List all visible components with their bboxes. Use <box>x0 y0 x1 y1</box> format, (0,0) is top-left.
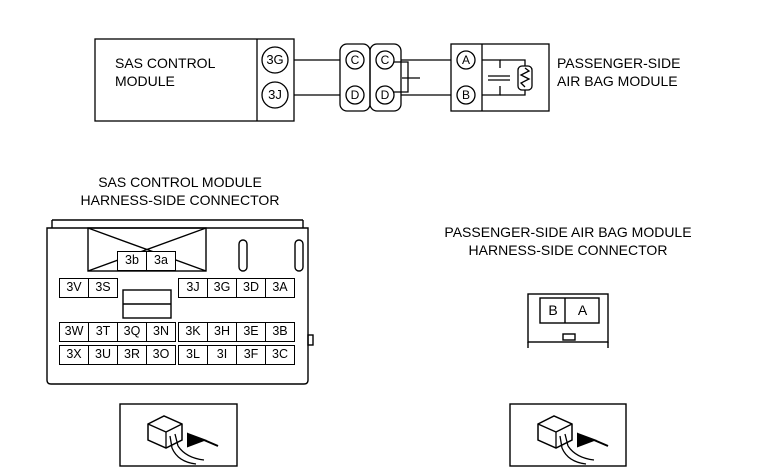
sas-connector-view-frame <box>119 403 238 467</box>
pin-a-circle <box>456 50 476 70</box>
pin-cell: 3E <box>236 322 266 342</box>
pin-cell: 3U <box>88 345 118 365</box>
pin-cell: 3O <box>146 345 176 365</box>
pin-cell: 3K <box>178 322 208 342</box>
pin-c-right-circle <box>375 50 395 70</box>
sas-module-box <box>94 38 295 122</box>
airbag-pin-b-label: B <box>548 302 558 318</box>
pin-cell: 3D <box>236 278 266 298</box>
resistor-zigzag-icon <box>519 67 531 88</box>
airbag-pin-a-label: A <box>577 302 588 318</box>
airbag-module-label-line1: PASSENGER-SIDE <box>557 55 681 71</box>
airbag-pin-frame <box>539 297 600 324</box>
pin-d-right-label: D <box>380 88 390 102</box>
pin-cell: 3b <box>117 251 147 271</box>
airbag-feet <box>527 342 609 348</box>
pin-cell: 3J <box>178 278 208 298</box>
airbag-connector-view-frame <box>509 403 627 467</box>
sas-module-label-line1: SAS CONTROL <box>115 55 216 71</box>
airbag-connector-title-line1: PASSENGER-SIDE AIR BAG MODULE <box>444 224 692 240</box>
pin-d-left-label: D <box>350 88 360 102</box>
pin-cell: 3A <box>265 278 295 298</box>
sas-module-label-line2: MODULE <box>115 73 175 89</box>
pin-cell: 3L <box>178 345 208 365</box>
sas-lock-tab-2 <box>294 239 304 272</box>
shorting-bar-1 <box>392 61 409 93</box>
pin-cell: 3V <box>59 278 89 298</box>
pin-cell: 3X <box>59 345 89 365</box>
sas-connector-housing <box>46 227 309 385</box>
clock-spring-right-half <box>369 43 402 112</box>
sas-connector-title-line1: SAS CONTROL MODULE <box>98 174 262 190</box>
airbag-module-box <box>450 43 550 112</box>
sas-connector-title-line2: HARNESS-SIDE CONNECTOR <box>80 192 280 208</box>
terminal-3g-circle <box>261 46 289 74</box>
airbag-module-label-line2: AIR BAG MODULE <box>557 73 678 89</box>
sas-key-x2 <box>87 227 207 272</box>
terminal-3j-label: 3J <box>268 87 282 102</box>
pin-cell: 3C <box>265 345 295 365</box>
airbag-shorting-bar <box>482 59 501 96</box>
sas-lock-tab-1 <box>238 239 248 272</box>
pin-cell: 3B <box>265 322 295 342</box>
airbag-center-nub <box>562 333 576 341</box>
pin-a-label: A <box>461 53 470 67</box>
inflator-leads <box>500 59 526 96</box>
pin-cell: 3I <box>207 345 237 365</box>
pin-b-label: B <box>461 88 470 102</box>
pin-cell: 3S <box>88 278 118 298</box>
airbag-connector-title-line2: HARNESS-SIDE CONNECTOR <box>468 242 668 258</box>
pin-cell: 3F <box>236 345 266 365</box>
pin-b-circle <box>456 85 476 105</box>
pin-cell: 3N <box>146 322 176 342</box>
inflator-resistor-icon <box>517 65 533 91</box>
terminal-3g-label: 3G <box>266 52 284 67</box>
sas-key-box <box>87 227 207 272</box>
airbag-connector-housing <box>527 293 609 343</box>
pin-cell: 3W <box>59 322 89 342</box>
sas-connector-view-icon <box>147 415 219 465</box>
pin-cell: 3a <box>146 251 176 271</box>
pin-cell: 3R <box>117 345 147 365</box>
pin-c-left-circle <box>345 50 365 70</box>
pin-cell: 3T <box>88 322 118 342</box>
terminal-3j-circle <box>261 81 289 109</box>
pin-c-right-label: C <box>380 53 390 67</box>
pin-d-left-circle <box>345 85 365 105</box>
pin-cell: 3G <box>207 278 237 298</box>
airbag-connector-view-icon <box>537 415 609 465</box>
pin-c-left-label: C <box>350 53 360 67</box>
pin-cell: 3H <box>207 322 237 342</box>
pin-d-right-circle <box>375 85 395 105</box>
pin-cell: 3Q <box>117 322 147 342</box>
sas-side-nub <box>307 334 314 346</box>
